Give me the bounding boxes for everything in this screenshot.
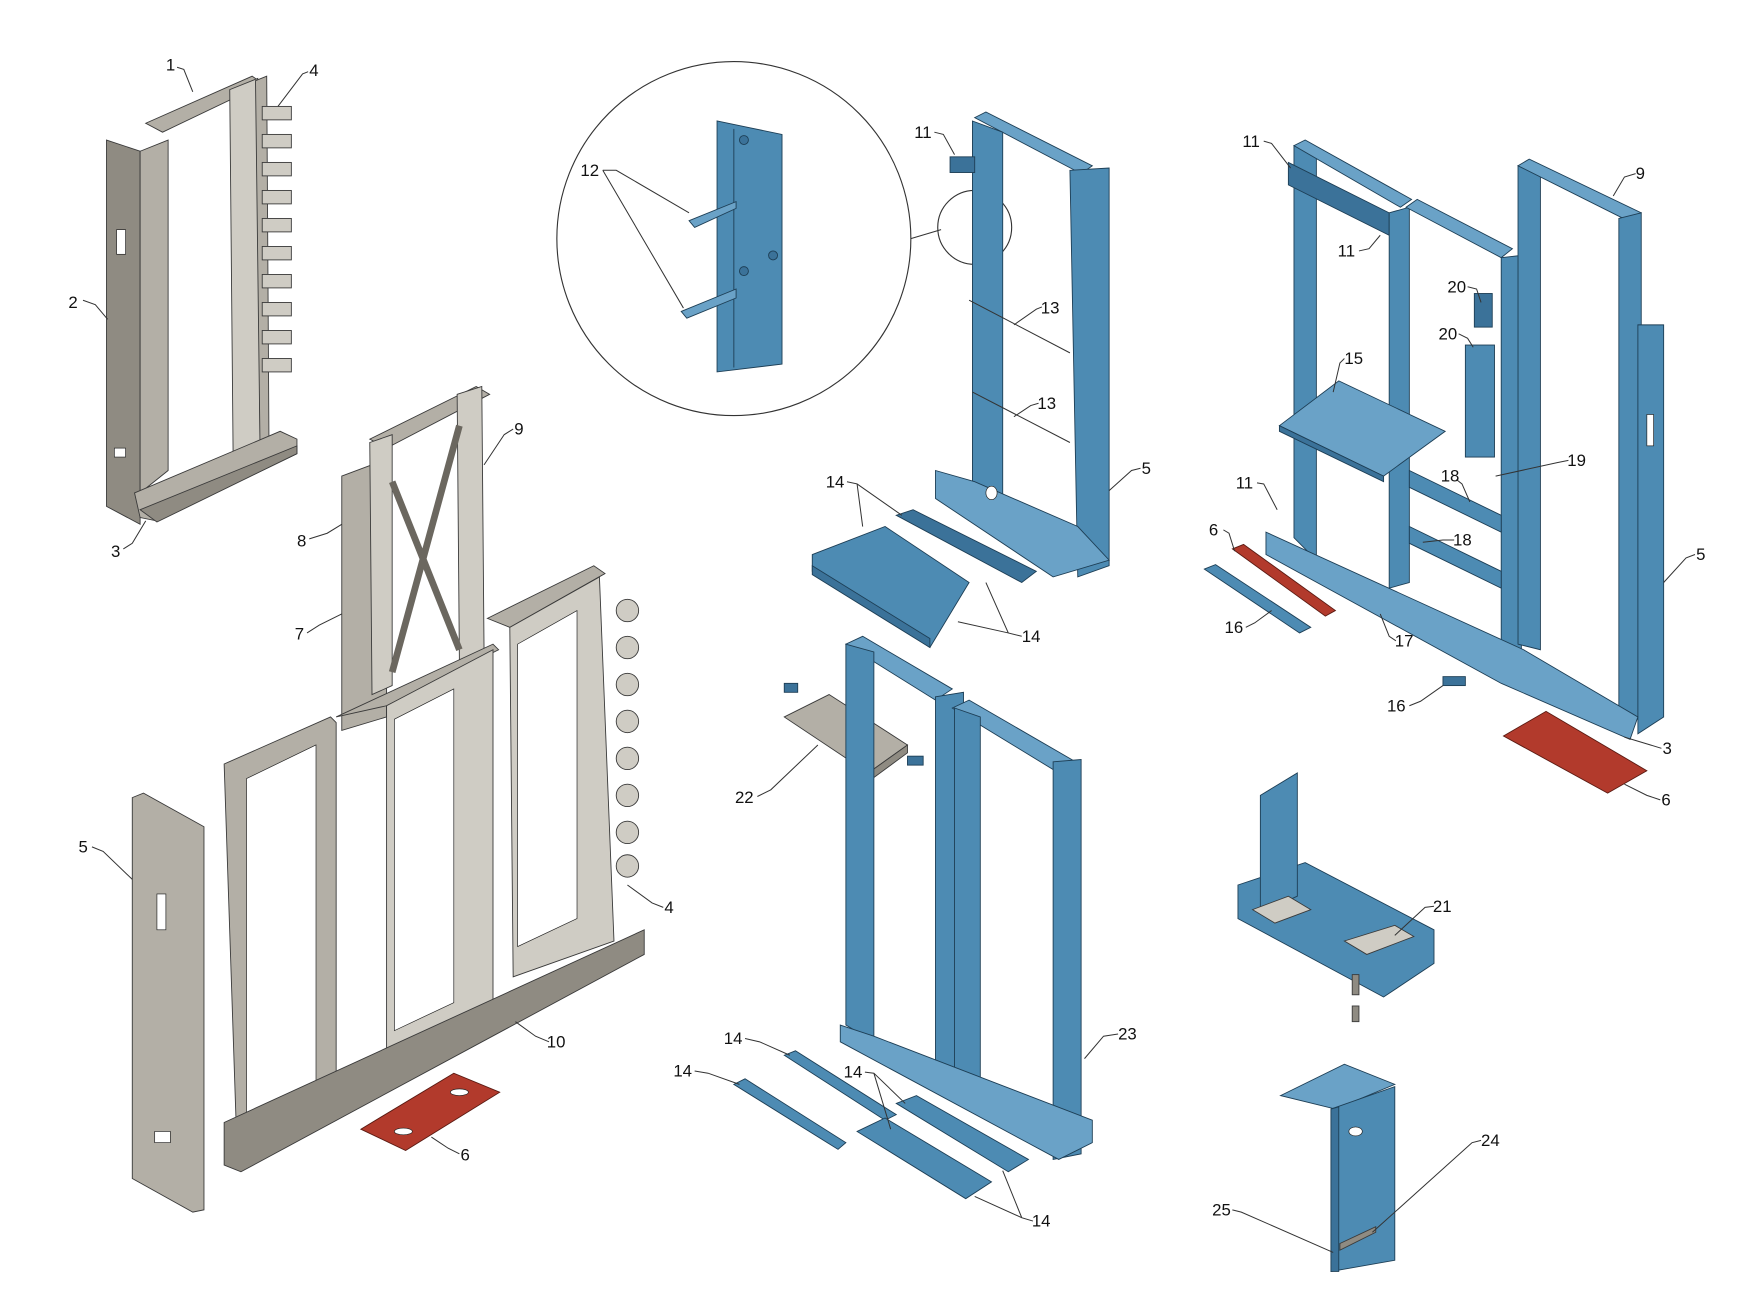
strip-6 (1231, 543, 1337, 617)
callout-11: 11 (1242, 132, 1259, 151)
callout-6: 6 (461, 1146, 470, 1165)
callout-25: 25 (1212, 1200, 1231, 1219)
bracket-11 (949, 156, 976, 173)
callout-4: 4 (309, 61, 318, 80)
rail-14b (783, 1050, 898, 1121)
callout-14: 14 (724, 1029, 743, 1048)
callout-21: 21 (1433, 897, 1452, 916)
side-panel-2 (106, 139, 141, 526)
callout-13: 13 (1041, 299, 1060, 318)
callout-18: 18 (1441, 467, 1460, 486)
rail-14c (856, 1117, 993, 1200)
side-panel-5 (1637, 324, 1665, 735)
leader-lines (82, 66, 1696, 1253)
bar-18b (1408, 525, 1502, 589)
callout-14: 14 (1032, 1212, 1051, 1231)
callout-9: 9 (514, 420, 523, 439)
base-3r (1265, 531, 1639, 740)
plate-6r (1502, 710, 1648, 794)
callout-16: 16 (1387, 696, 1406, 715)
rail-14a (732, 1078, 847, 1150)
callout-1: 1 (166, 56, 175, 75)
clip-12b (680, 288, 737, 319)
callout-5: 5 (1142, 459, 1151, 478)
base-10 (223, 929, 645, 1173)
callout-24: 24 (1481, 1131, 1500, 1150)
callout-11: 11 (1338, 242, 1355, 261)
bracket-column-4 (261, 105, 292, 373)
callout-11: 11 (1236, 473, 1253, 492)
callout-9: 9 (1636, 164, 1645, 183)
left-top-rack-assembly (106, 75, 298, 526)
right-rack-assembly (1203, 139, 1665, 1273)
callout-18: 18 (1453, 531, 1472, 550)
middle-bottom-rack-assembly (732, 635, 1093, 1200)
callout-14: 14 (844, 1063, 863, 1082)
callout-2: 2 (68, 293, 77, 312)
callout-19: 19 (1567, 451, 1586, 470)
callout-4: 4 (664, 898, 673, 917)
callout-6: 6 (1661, 790, 1670, 809)
callout-5: 5 (1696, 545, 1705, 564)
rail-14d (895, 1095, 1030, 1173)
detail-view-circle (556, 61, 942, 417)
callout-20: 20 (1438, 324, 1457, 343)
block-16 (1442, 676, 1466, 687)
rail-16 (1203, 564, 1312, 634)
callout-13: 13 (1037, 394, 1056, 413)
callout-20: 20 (1447, 277, 1466, 296)
callout-5: 5 (79, 838, 88, 857)
callout-6: 6 (1209, 520, 1218, 539)
callout-14: 14 (826, 472, 845, 491)
bar-18a (1408, 469, 1502, 533)
callout-17: 17 (1395, 631, 1414, 650)
callout-14: 14 (673, 1062, 692, 1081)
strap-24 (1339, 1225, 1377, 1251)
callout-22: 22 (735, 788, 754, 807)
callout-8: 8 (297, 532, 306, 551)
callout-16: 16 (1225, 618, 1244, 637)
callout-7: 7 (295, 625, 304, 644)
callout-3: 3 (111, 542, 120, 561)
callout-11: 11 (914, 123, 931, 142)
callout-3: 3 (1663, 739, 1672, 758)
post-cap (1279, 1063, 1396, 1110)
middle-top-rack-assembly (811, 111, 1110, 649)
front-panel-5 (131, 792, 205, 1213)
left-main-rack-assembly (131, 385, 645, 1213)
callout-15: 15 (1344, 349, 1363, 368)
knob-column-4 (615, 598, 640, 878)
callout-23: 23 (1118, 1025, 1137, 1044)
callout-labels: 1 4 2 3 9 8 7 5 4 10 6 12 11 13 13 5 14 … (68, 56, 1705, 1231)
panel-20 (1464, 344, 1495, 458)
callout-12: 12 (580, 161, 599, 180)
callout-14: 14 (1022, 627, 1041, 646)
callout-10: 10 (547, 1032, 566, 1051)
clip-12a (688, 200, 737, 228)
